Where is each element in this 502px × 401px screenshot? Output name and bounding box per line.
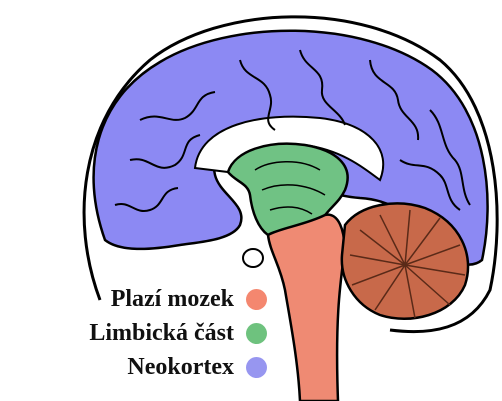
legend-label: Neokortex xyxy=(8,354,234,381)
brainstem-region xyxy=(268,215,344,401)
legend-label: Plazí mozek xyxy=(8,286,234,313)
green-circle-icon xyxy=(246,323,267,344)
legend-row-limbic: Limbická část xyxy=(8,318,267,348)
legend-row-reptilian: Plazí mozek xyxy=(8,284,267,314)
legend-label: Limbická část xyxy=(8,320,234,347)
salmon-circle-icon xyxy=(246,289,267,310)
pituitary xyxy=(243,249,263,267)
legend-row-neocortex: Neokortex xyxy=(8,352,267,382)
blue-circle-icon xyxy=(246,357,267,378)
